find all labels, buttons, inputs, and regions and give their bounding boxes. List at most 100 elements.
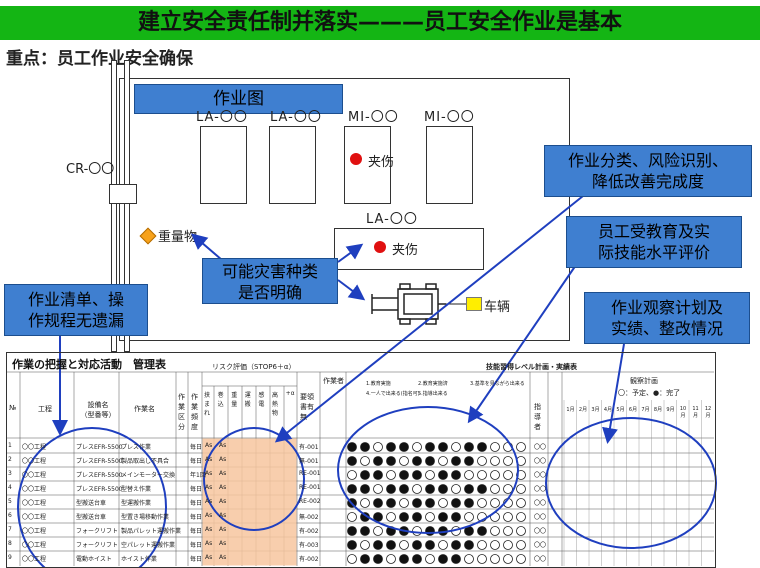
col-no: № (9, 404, 17, 412)
col-process: 工程 (38, 405, 52, 413)
row-work: ホイスト作業 (121, 556, 157, 563)
risk-mark: As (219, 456, 227, 463)
row-no: 1 (8, 442, 12, 449)
row-process: 〇〇工程 (22, 556, 47, 563)
skill-dot (386, 540, 396, 550)
skill-dot (386, 498, 396, 508)
row-equip: 型搬送台車 (76, 514, 107, 521)
month-5: 5月 (616, 407, 625, 413)
skill-dot (516, 498, 526, 508)
row-no: 9 (8, 554, 12, 561)
skill-dot (451, 456, 461, 466)
risk-mark: As (205, 512, 213, 519)
skill-dot (425, 456, 435, 466)
row-work: 型替え作業 (121, 486, 152, 493)
row-work: メインモーター交換 (121, 472, 176, 479)
row-manual: RE-001 (299, 470, 321, 477)
risk-mark: As (219, 554, 227, 561)
skill-mark: 〇〇 (534, 556, 547, 563)
crane-rail-right (124, 60, 130, 352)
injury-marker-1 (350, 153, 362, 165)
risk-col-6: +α (285, 390, 295, 397)
skill-dot (451, 540, 461, 550)
machine-label-4: MI-〇〇 (424, 110, 475, 125)
month-1: 1月 (566, 407, 575, 413)
cr-label: CR-〇〇 (66, 162, 115, 177)
risk-col-5: 高熱物 (272, 392, 279, 417)
row-process: 〇〇工程 (22, 528, 47, 535)
skill-dot (451, 442, 461, 452)
skill-dot (451, 484, 461, 494)
skill-dot (477, 442, 487, 452)
skill-dot (477, 456, 487, 466)
month-10: 10月 (679, 406, 687, 419)
row-manual: 有-002 (299, 528, 319, 535)
month-3: 3月 (591, 407, 600, 413)
skill-ellipse (337, 406, 519, 534)
machine-label-3: MI-〇〇 (348, 110, 399, 125)
row-freq: 毎日 (190, 486, 203, 493)
risk-mark: As (205, 456, 213, 463)
skill-dot (464, 470, 474, 480)
skill-legend-1: 2.教育実施済 (418, 381, 448, 387)
row-freq: 毎日 (190, 500, 203, 507)
row-process: 〇〇工程 (22, 500, 47, 507)
machine-1 (200, 126, 247, 204)
col-trainee: 作業者 (323, 377, 344, 385)
callout-worklist: 作业清单、操 作规程无遗漏 (4, 284, 148, 336)
row-no: 3 (8, 470, 12, 477)
row-process: 〇〇工程 (22, 542, 47, 549)
col-manual: 要領書有無 (300, 393, 314, 421)
skill-dot (373, 456, 383, 466)
skill-dot (503, 512, 513, 522)
arrow-classify (274, 195, 584, 443)
skill-dot (347, 554, 357, 564)
risk-col-0: 挟まれ (204, 392, 211, 417)
page-subtitle: 重点：员工作业安全确保 (6, 49, 193, 69)
plan-title: 作业图 (134, 84, 343, 114)
vehicle-icon (466, 297, 482, 311)
machine-label-5: LA-〇〇 (366, 212, 418, 227)
injury-marker-2 (374, 241, 386, 253)
skill-dot (386, 470, 396, 480)
row-work: プレス作業 (121, 444, 152, 451)
page-title: 建立安全责任制并落实———员工安全作业是基本 (0, 6, 760, 40)
row-process: 〇〇工程 (22, 458, 47, 465)
risk-mark: As (219, 442, 227, 449)
crane-hoist (109, 184, 137, 204)
skill-dot (516, 512, 526, 522)
skill-dot (425, 512, 435, 522)
row-work: 製品取出し不具合 (121, 458, 170, 465)
skill-dot (477, 554, 487, 564)
risk-mark: As (205, 442, 213, 449)
skill-dot (490, 456, 500, 466)
skill-dot (516, 540, 526, 550)
skill-dot (516, 554, 526, 564)
risk-mark: As (219, 512, 227, 519)
skill-dot (399, 456, 409, 466)
risk-mark: As (205, 484, 213, 491)
skill-dot (464, 512, 474, 522)
risk-col-2: 重量 (231, 392, 238, 408)
skill-header: 技能習得レベル計画・実績表 (486, 363, 577, 371)
skill-dot (503, 456, 513, 466)
skill-dot (438, 484, 448, 494)
row-process: 〇〇工程 (22, 486, 47, 493)
skill-dot (516, 484, 526, 494)
risk-cells-fill (202, 438, 297, 566)
skill-dot (412, 470, 422, 480)
month-6: 6月 (628, 407, 638, 413)
col-type: 作業区分 (178, 393, 185, 431)
skill-dot (516, 442, 526, 452)
row-work: 空パレット運搬作業 (121, 542, 176, 549)
vehicle-label: 车辆 (484, 300, 511, 315)
skill-dot (451, 498, 461, 508)
risk-header: リスク評価（STOP6＋α） (212, 363, 296, 371)
row-no: 7 (8, 526, 12, 533)
risk-mark: As (205, 470, 213, 477)
skill-dot (399, 470, 409, 480)
skill-dot (373, 498, 383, 508)
risk-mark: As (205, 554, 213, 561)
arrow-to-injury (337, 243, 364, 263)
observe-sub: 〇：予定、●：完了 (618, 389, 681, 397)
